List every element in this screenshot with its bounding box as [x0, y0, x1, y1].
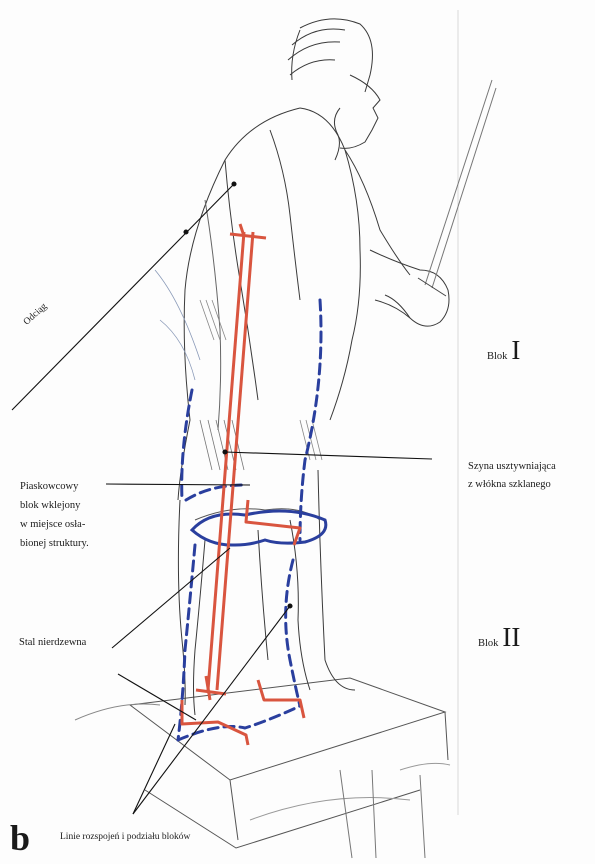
guy-wire-line	[12, 184, 234, 410]
rail-line-1: Szyna usztywniająca	[468, 458, 556, 476]
block-1-word: Blok	[487, 351, 507, 362]
sandstone-line-3: w miejsce osła-	[20, 515, 89, 534]
fiberglass-rail-label: Szyna usztywniająca z włókna szklanego	[468, 458, 556, 494]
statue-figure	[155, 19, 496, 715]
block-2-numeral: II	[502, 622, 520, 652]
split-lines-label: Linie rozspojeń i podziału bloków	[60, 832, 190, 842]
sandstone-line-4: bionej struktury.	[20, 534, 89, 553]
figure-letter: b	[10, 818, 30, 858]
split-lines-blue	[178, 300, 326, 740]
sandstone-block-label: Piaskowcowy blok wklejony w miejsce osła…	[20, 477, 89, 553]
stainless-steel-label: Stal nierdzewna	[19, 637, 86, 648]
block-1-label: Blok I	[487, 335, 520, 366]
pedestal-sketch	[75, 678, 450, 858]
sandstone-line-2: blok wklejony	[20, 496, 89, 515]
sandstone-line-1: Piaskowcowy	[20, 477, 89, 496]
block-1-numeral: I	[511, 335, 520, 365]
rail-line-2: z włókna szklanego	[468, 476, 556, 494]
block-2-word: Blok	[478, 638, 498, 649]
block-2-label: Blok II	[478, 622, 520, 653]
